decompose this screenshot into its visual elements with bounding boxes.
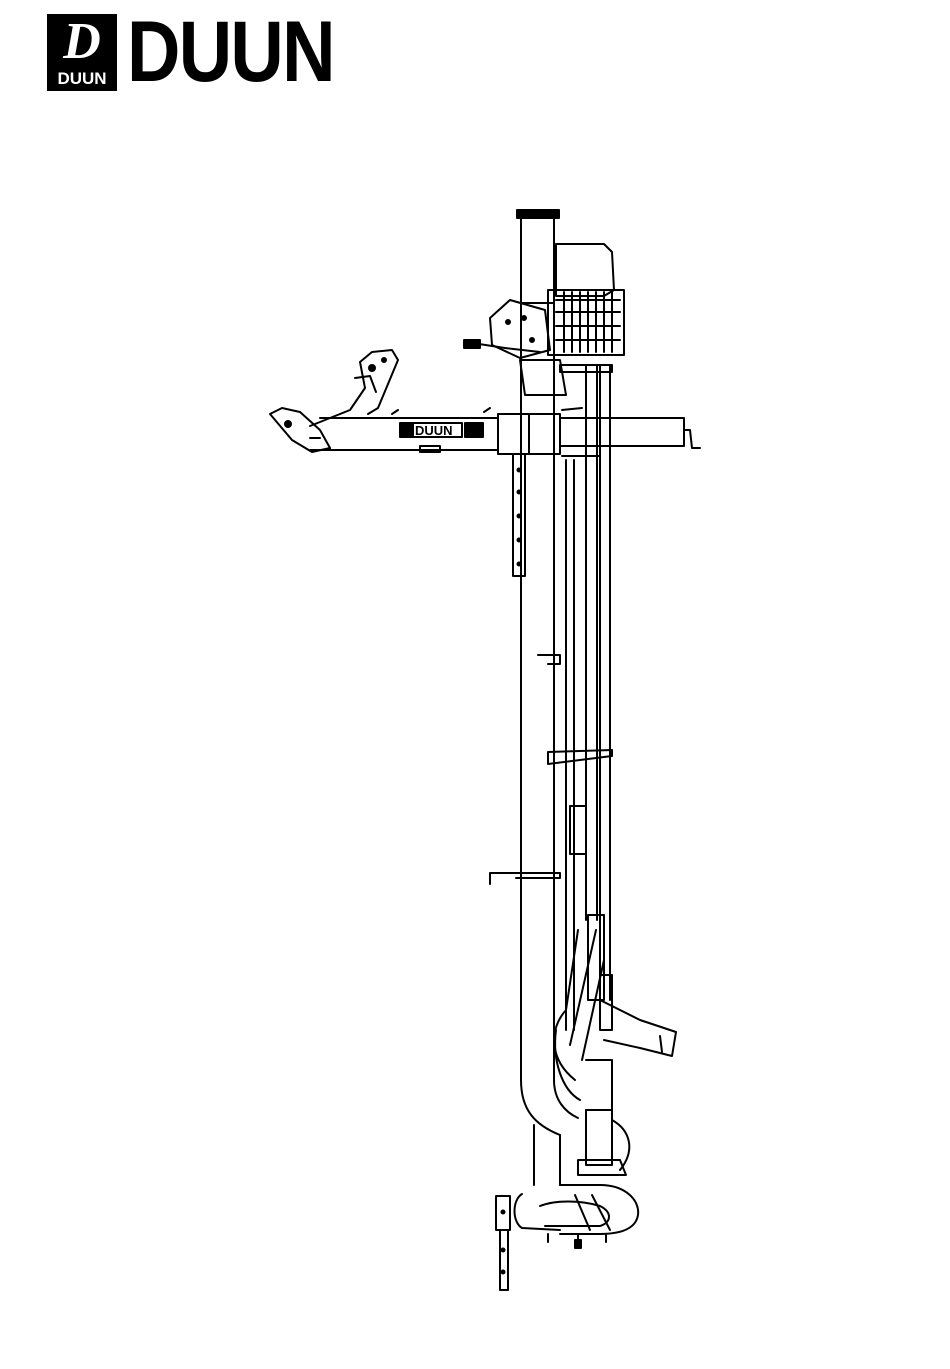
bracket-4 [570,806,586,854]
top-cap [517,210,559,218]
main-beam [310,408,700,454]
beam-badge-label: DUUN [415,423,453,438]
depth-scale [513,454,525,576]
beam-badge-side [465,423,483,437]
bracket-3 [490,873,560,884]
linkage-frame [270,350,398,452]
drive-shafts [562,366,610,1030]
pump-assembly [515,915,677,1248]
beam-badge-mark [401,424,413,436]
bracket-1 [538,655,560,664]
bottom-post [496,1196,510,1290]
bracket-2 [548,750,612,764]
